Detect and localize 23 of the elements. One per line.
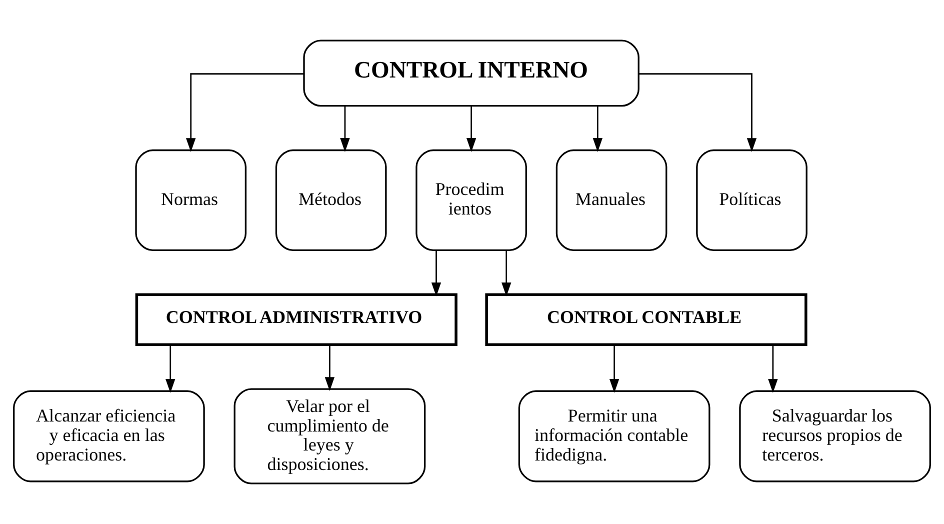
node-box: Permitir una información contable fidedigna. — [518, 390, 710, 482]
node-box: Manuales — [556, 149, 668, 252]
node-box: Procedim ientos — [416, 149, 527, 252]
node-box: CONTROL CONTABLE — [485, 293, 808, 346]
arrow — [324, 344, 335, 391]
arrow — [466, 106, 476, 152]
node-box: Alcanzar eficiencia y eficacia en las operaciones. — [13, 390, 205, 482]
node-box: Políticas — [696, 149, 808, 252]
arrow — [431, 250, 442, 296]
node-box: Velar por el cumplimiento de leyes y disposiciones. — [234, 388, 426, 484]
arrow — [186, 73, 304, 152]
arrow — [502, 250, 512, 296]
arrow — [768, 344, 778, 393]
arrow — [592, 106, 603, 152]
arrow — [609, 344, 620, 393]
arrow — [166, 344, 176, 393]
node-box: Métodos — [275, 149, 387, 252]
arrow — [340, 106, 350, 152]
arrow — [638, 73, 757, 152]
node-box: Normas — [135, 149, 247, 252]
node-box: CONTROL ADMINISTRATIVO — [135, 293, 458, 346]
node-box: Salvaguardar los recursos propios de terceros. — [739, 390, 931, 482]
node-box: CONTROL INTERNO — [303, 40, 640, 107]
